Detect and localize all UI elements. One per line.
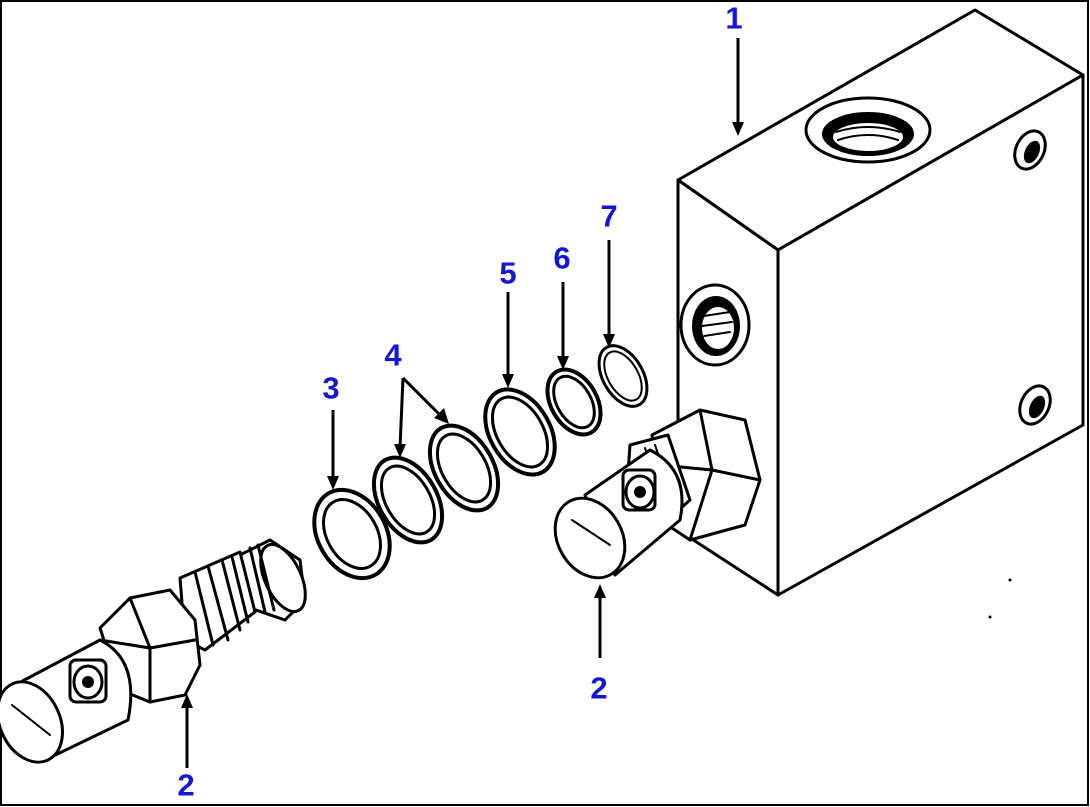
callout-2-left: 2 [177,767,195,803]
callout-5: 5 [499,255,517,291]
callout-6: 6 [553,240,571,276]
seal-ring-4a [371,455,445,545]
seal-ring-4b [427,423,501,513]
leader-arrows [181,38,744,768]
callout-1: 1 [725,0,743,36]
callout-4: 4 [384,337,402,373]
seal-ring-5 [483,387,557,477]
cartridge-left [0,538,307,764]
callout-7: 7 [600,198,618,234]
callout-2-right: 2 [590,670,608,706]
seal-ring-3 [312,487,392,581]
seal-ring-6 [545,367,603,437]
callout-3: 3 [322,370,340,406]
seal-ring-7 [597,344,649,408]
cartridge-right [553,408,762,580]
